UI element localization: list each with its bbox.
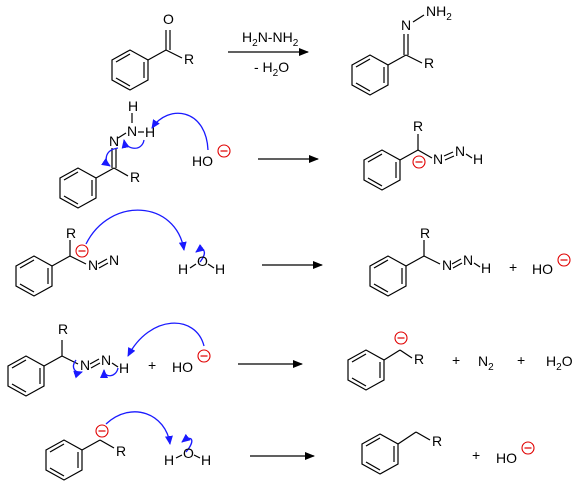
n1-label: N [88,257,98,273]
water-h-right-label: H [201,452,211,468]
benzene-ring [369,255,407,297]
r-label: R [58,321,68,337]
water-label: H2O [546,353,573,373]
reagent-hydrazine-label: H2N-NH2 [242,29,299,49]
benzene-ring [111,49,149,91]
n1-label: N [433,151,443,167]
benzene-ring [347,349,385,391]
curly-arrow-carbanion [105,411,173,445]
h-top-label: H [128,98,138,114]
n1-label: N [109,133,119,149]
n2-label: N [101,352,111,368]
benzene-ring [361,433,399,475]
water-o-label: O [197,253,208,269]
benzene-ring [351,54,389,96]
negative-charge-icon [521,441,535,455]
water-o-label: O [183,445,194,461]
negative-charge-icon [75,244,89,258]
nitrogen-gas-label: N2 [478,353,494,373]
h-label: H [119,360,129,376]
r-label: R [414,351,424,367]
ketone-oxygen-label: O [163,11,174,27]
hydroxide-label: HO [532,261,553,277]
negative-charge-icon [394,331,408,345]
plus-sign: + [148,357,156,373]
r-label: R [130,169,140,185]
plus-sign: + [472,447,480,463]
hydroxide-label: HO [172,359,193,375]
benzene-ring [59,167,97,209]
hydrazone-n-label: N [401,17,411,33]
n2-label: N [109,252,119,268]
curly-arrow-hydroxide [127,322,205,357]
curly-arrow-carbanion [85,209,187,251]
n2-label: N [463,252,473,268]
plus-sign: + [509,259,517,275]
curly-arrow-oh-bond [195,244,205,263]
benzene-ring [15,255,53,297]
step-4: R N N H + HO R + N2 + [7,321,573,397]
n2-label: N [127,123,137,139]
reagent-water-loss-label: - H2O [254,59,289,79]
r-label: R [413,118,423,134]
h-label: H [481,260,491,276]
h-right-label: H [145,124,155,140]
step-5: R H O H R + HO [45,411,535,481]
plus-sign: + [517,352,525,368]
benzene-ring [7,355,45,397]
hydrazone-r-label: R [424,55,434,71]
r-label: R [420,225,430,241]
r-label: R [66,225,76,241]
n2-label: N [455,143,465,159]
step-2: N N H H R HO R N [59,98,483,209]
negative-charge-icon [412,155,426,169]
negative-charge-icon [217,144,231,158]
r-label: R [116,443,126,459]
n1-label: N [80,357,90,373]
curly-arrow-oh-bond [181,433,193,453]
ketone-r-label: R [184,51,194,67]
water-h-right-label: H [215,261,225,277]
curly-arrow-nh-bond [121,139,145,149]
hydroxide-label: HO [496,450,517,466]
curly-arrow-hydroxide [151,112,209,151]
h-label: H [473,151,483,167]
benzene-ring [363,149,401,191]
curly-arrow-nh-bond [100,367,119,379]
step-1: O R H2N-NH2 - H2O N NH2 R [111,3,452,96]
benzene-ring [45,439,83,481]
step-3: R N N H O H R N N H + [15,209,571,297]
curly-arrow-cn-bond [101,147,119,167]
curly-arrow-cn-bond [72,359,83,379]
negative-charge-icon [557,253,571,267]
negative-charge-icon [197,349,211,363]
hydrazone-nh2-label: NH2 [426,3,452,23]
water-h-left-label: H [164,452,174,468]
hydroxide-label: HO [192,153,213,169]
water-h-left-label: H [178,261,188,277]
plus-sign: + [452,352,460,368]
r-label: R [432,433,442,449]
negative-charge-icon [95,424,109,438]
n1-label: N [442,257,452,273]
